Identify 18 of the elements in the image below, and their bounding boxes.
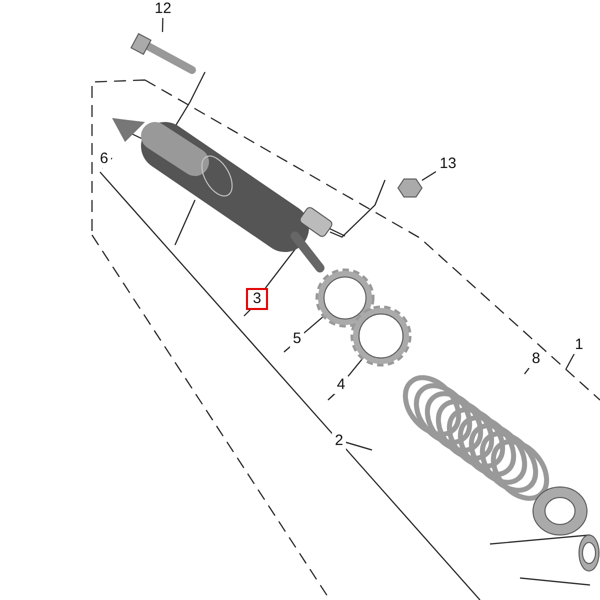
lock-washer-drawing	[348, 305, 414, 367]
callout-number: 8	[528, 350, 544, 368]
lock-washer-drawing	[314, 268, 376, 328]
leader-line	[565, 354, 575, 370]
nut-drawing	[398, 177, 422, 199]
callout-number: 3	[246, 288, 268, 310]
leader-line	[348, 358, 363, 377]
leader-line	[524, 368, 530, 374]
leader-line	[304, 316, 324, 334]
leader-line	[422, 171, 436, 181]
callout-number: 4	[334, 376, 348, 394]
bolt-drawing	[128, 32, 196, 76]
part-drawing	[576, 532, 600, 574]
callout-number: 2	[332, 432, 346, 450]
coil-spring-drawing	[402, 374, 552, 498]
leader-line	[162, 18, 164, 32]
callout-number: 5	[290, 330, 304, 348]
part-drawing	[530, 484, 590, 538]
